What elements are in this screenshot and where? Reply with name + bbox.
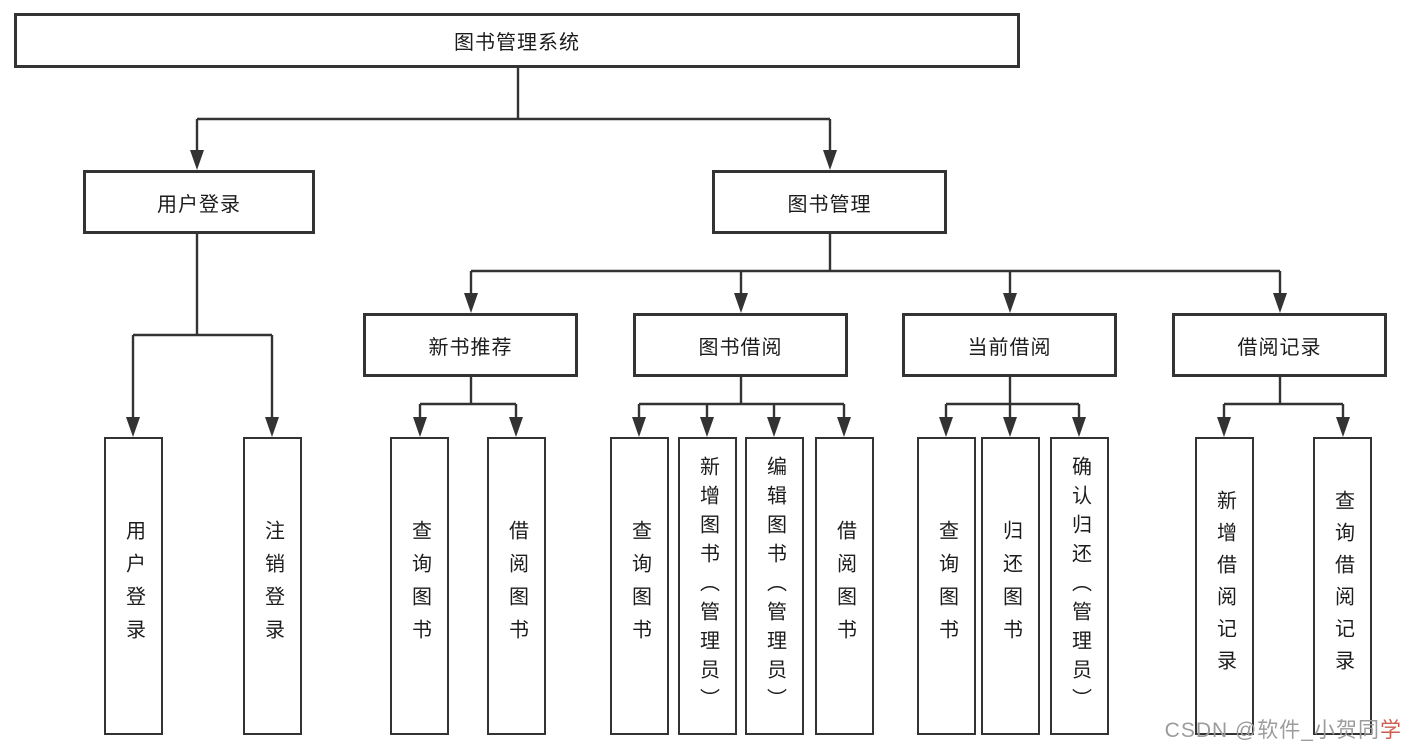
node-current-borrow: 当前借阅 [902, 313, 1117, 377]
node-book-borrow: 图书借阅 [633, 313, 848, 377]
node-user-login: 用户登录 [83, 170, 315, 234]
node-user-login-label: 用户登录 [157, 193, 241, 216]
node-leaf-borrow-books-recommend: 借阅图书 [487, 437, 546, 735]
arrowhead-icons [126, 150, 1350, 437]
node-new-book-recommend: 新书推荐 [363, 313, 578, 377]
node-leaf-add-borrow-record: 新增借阅记录 [1195, 437, 1254, 735]
node-leaf-return-books-label: 归还图书 [999, 520, 1022, 652]
node-leaf-borrow-books-recommend-label: 借阅图书 [505, 520, 528, 652]
node-leaf-add-books-admin-label: 新增图书（管理员） [696, 455, 719, 717]
node-current-borrow-label: 当前借阅 [967, 336, 1052, 359]
watermark-text: CSDN @软件_小贺同 [1164, 719, 1380, 742]
watermark-accent: 学 [1380, 719, 1402, 742]
node-leaf-borrow-books-label: 借阅图书 [833, 520, 856, 652]
node-borrow-records: 借阅记录 [1172, 313, 1387, 377]
node-borrow-records-label: 借阅记录 [1237, 336, 1322, 359]
node-leaf-query-books-borrow-label: 查询图书 [628, 520, 651, 652]
node-leaf-add-borrow-record-label: 新增借阅记录 [1213, 490, 1236, 682]
node-leaf-user-login: 用户登录 [104, 437, 163, 735]
node-leaf-query-borrow-record: 查询借阅记录 [1313, 437, 1372, 735]
node-book-borrow-label: 图书借阅 [698, 336, 783, 359]
node-leaf-edit-books-admin: 编辑图书（管理员） [745, 437, 804, 735]
watermark: CSDN @软件_小贺同学 [1165, 714, 1402, 744]
node-leaf-query-books-recommend-label: 查询图书 [408, 520, 431, 652]
node-new-book-recommend-label: 新书推荐 [428, 336, 513, 359]
node-leaf-query-books-borrow: 查询图书 [610, 437, 669, 735]
node-leaf-query-books-current: 查询图书 [917, 437, 976, 735]
node-leaf-logout: 注销登录 [243, 437, 302, 735]
node-book-management: 图书管理 [712, 170, 947, 234]
node-root-system: 图书管理系统 [14, 13, 1020, 68]
node-leaf-return-books: 归还图书 [981, 437, 1040, 735]
node-root-system-label: 图书管理系统 [454, 32, 580, 54]
node-leaf-add-books-admin: 新增图书（管理员） [678, 437, 737, 735]
node-leaf-edit-books-admin-label: 编辑图书（管理员） [763, 455, 786, 717]
node-leaf-confirm-return-admin: 确认归还（管理员） [1050, 437, 1109, 735]
node-leaf-logout-label: 注销登录 [261, 520, 284, 652]
node-leaf-confirm-return-admin-label: 确认归还（管理员） [1068, 455, 1091, 717]
node-leaf-query-borrow-record-label: 查询借阅记录 [1331, 490, 1354, 682]
node-book-management-label: 图书管理 [787, 193, 872, 216]
node-leaf-query-books-current-label: 查询图书 [935, 520, 958, 652]
node-leaf-query-books-recommend: 查询图书 [390, 437, 449, 735]
node-leaf-borrow-books: 借阅图书 [815, 437, 874, 735]
node-leaf-user-login-label: 用户登录 [122, 520, 145, 652]
